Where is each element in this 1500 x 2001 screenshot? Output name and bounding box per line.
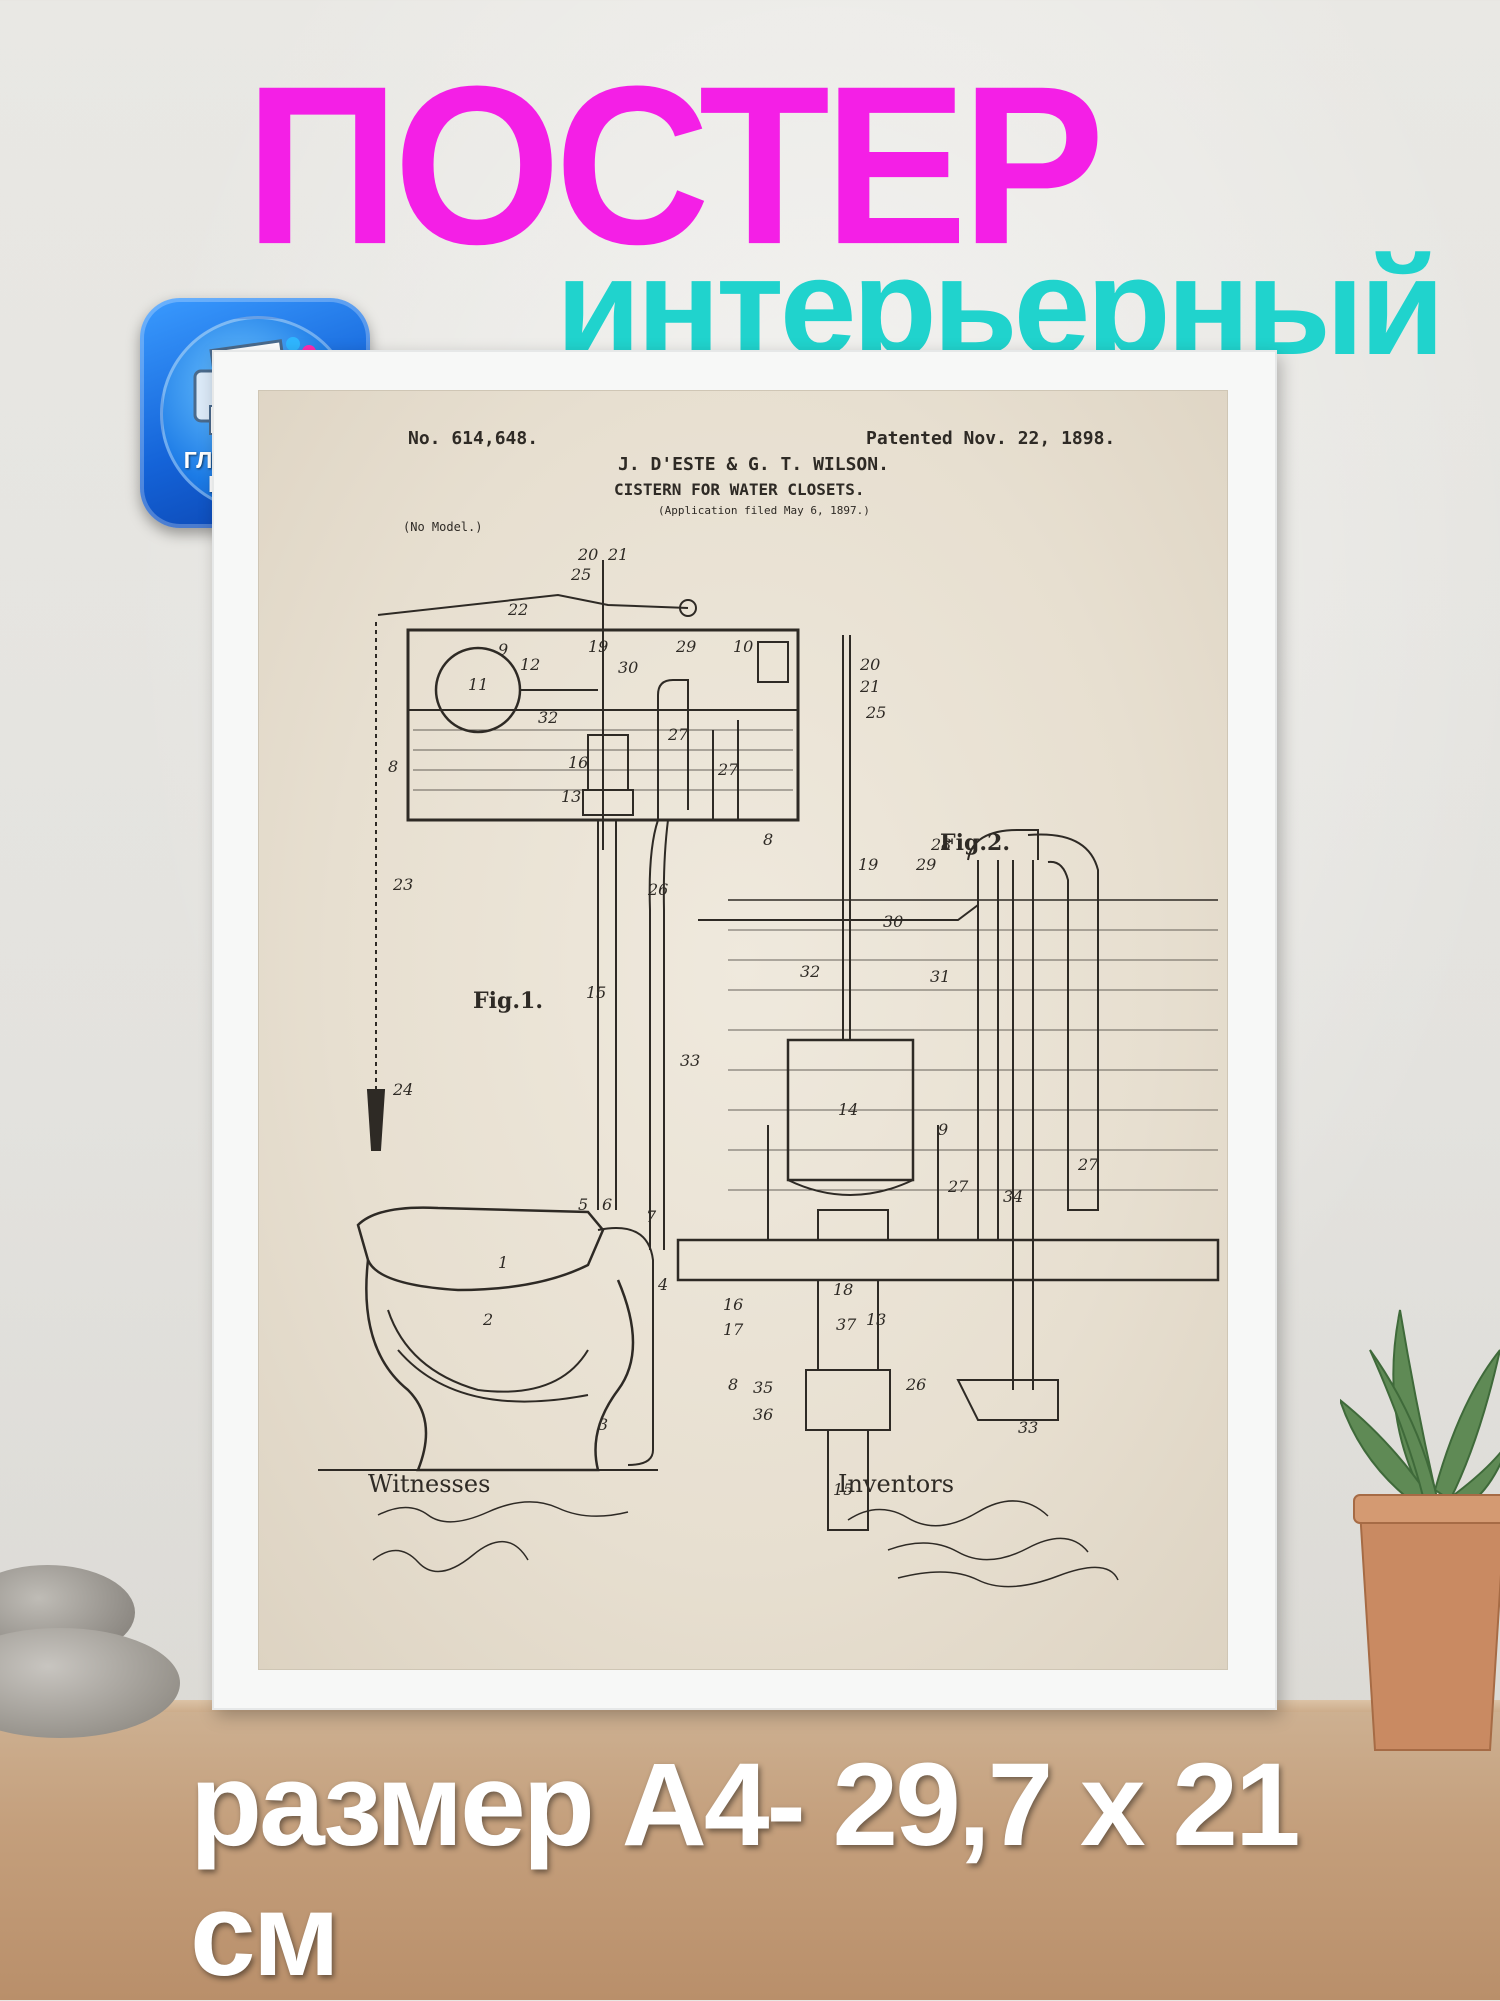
svg-text:1: 1 [498, 1253, 508, 1272]
svg-text:25: 25 [570, 565, 591, 584]
svg-text:18: 18 [833, 1280, 853, 1299]
patent-drawing: 22 20 21 25 11 9 12 19 30 29 10 32 27 27… [318, 545, 1220, 1588]
svg-text:2: 2 [482, 1310, 493, 1329]
svg-text:11: 11 [468, 675, 488, 694]
svg-text:13: 13 [866, 1310, 886, 1329]
svg-text:26: 26 [905, 1375, 926, 1394]
svg-text:4: 4 [657, 1275, 668, 1294]
svg-text:36: 36 [753, 1405, 773, 1424]
svg-text:37: 37 [836, 1315, 857, 1334]
svg-text:33: 33 [680, 1051, 700, 1070]
svg-text:34: 34 [1003, 1187, 1023, 1206]
svg-text:15: 15 [586, 983, 606, 1002]
svg-text:29: 29 [675, 637, 696, 656]
svg-text:19: 19 [588, 637, 608, 656]
svg-text:27: 27 [947, 1177, 969, 1196]
svg-text:3: 3 [598, 1415, 608, 1434]
svg-text:32: 32 [800, 962, 820, 981]
svg-text:17: 17 [723, 1320, 744, 1339]
svg-text:23: 23 [392, 875, 413, 894]
svg-text:13: 13 [561, 787, 581, 806]
svg-text:19: 19 [858, 855, 878, 874]
svg-text:20: 20 [577, 545, 598, 564]
svg-text:15: 15 [833, 1480, 853, 1499]
svg-text:33: 33 [1018, 1418, 1038, 1437]
potted-plant [1340, 1309, 1500, 1751]
witnesses-label: Witnesses [368, 1470, 491, 1498]
poster-heading: ПОСТЕР [245, 38, 1105, 292]
patent-title: CISTERN FOR WATER CLOSETS. [614, 480, 865, 499]
svg-text:32: 32 [538, 708, 558, 727]
svg-text:9: 9 [938, 1120, 948, 1139]
fig2-label: Fig.2. [940, 830, 1010, 856]
svg-text:5: 5 [578, 1195, 588, 1214]
svg-text:21: 21 [859, 677, 880, 696]
model-note: (No Model.) [403, 520, 483, 534]
svg-text:7: 7 [646, 1207, 657, 1226]
svg-text:16: 16 [723, 1295, 743, 1314]
svg-text:9: 9 [498, 640, 508, 659]
svg-text:6: 6 [602, 1195, 612, 1214]
svg-text:27: 27 [717, 760, 739, 779]
svg-text:12: 12 [520, 655, 540, 674]
svg-text:28: 28 [930, 835, 951, 854]
patent-inventors: J. D'ESTE & G. T. WILSON. [618, 454, 889, 475]
svg-text:26: 26 [647, 880, 668, 899]
svg-text:30: 30 [883, 912, 903, 931]
svg-text:25: 25 [865, 703, 886, 722]
svg-text:24: 24 [392, 1080, 413, 1099]
inventors-label: Inventors [838, 1470, 955, 1498]
flush-valve-cylinder [786, 1038, 915, 1182]
patent-poster: 22 20 21 25 11 9 12 19 30 29 10 32 27 27… [258, 390, 1228, 1670]
signatures [372, 1500, 1119, 1588]
svg-text:16: 16 [568, 753, 588, 772]
svg-text:27: 27 [667, 725, 689, 744]
svg-text:22: 22 [507, 600, 528, 619]
wooden-shelf [0, 1712, 1500, 2000]
svg-text:14: 14 [838, 1100, 858, 1119]
svg-text:8: 8 [728, 1375, 738, 1394]
svg-text:21: 21 [607, 545, 628, 564]
patent-number: No. 614,648. [408, 428, 539, 449]
svg-text:35: 35 [753, 1378, 773, 1397]
svg-text:27: 27 [1077, 1155, 1099, 1174]
fig1-label: Fig.1. [473, 988, 543, 1014]
svg-text:20: 20 [859, 655, 880, 674]
patent-date: Patented Nov. 22, 1898. [866, 428, 1116, 449]
svg-text:8: 8 [388, 757, 398, 776]
application-date: (Application filed May 6, 1897.) [658, 504, 870, 517]
svg-text:8: 8 [763, 830, 773, 849]
svg-text:10: 10 [733, 637, 753, 656]
svg-text:31: 31 [930, 967, 950, 986]
svg-text:30: 30 [618, 658, 638, 677]
size-caption: размер А4- 29,7 х 21 см [190, 1739, 1301, 2001]
svg-text:29: 29 [915, 855, 936, 874]
